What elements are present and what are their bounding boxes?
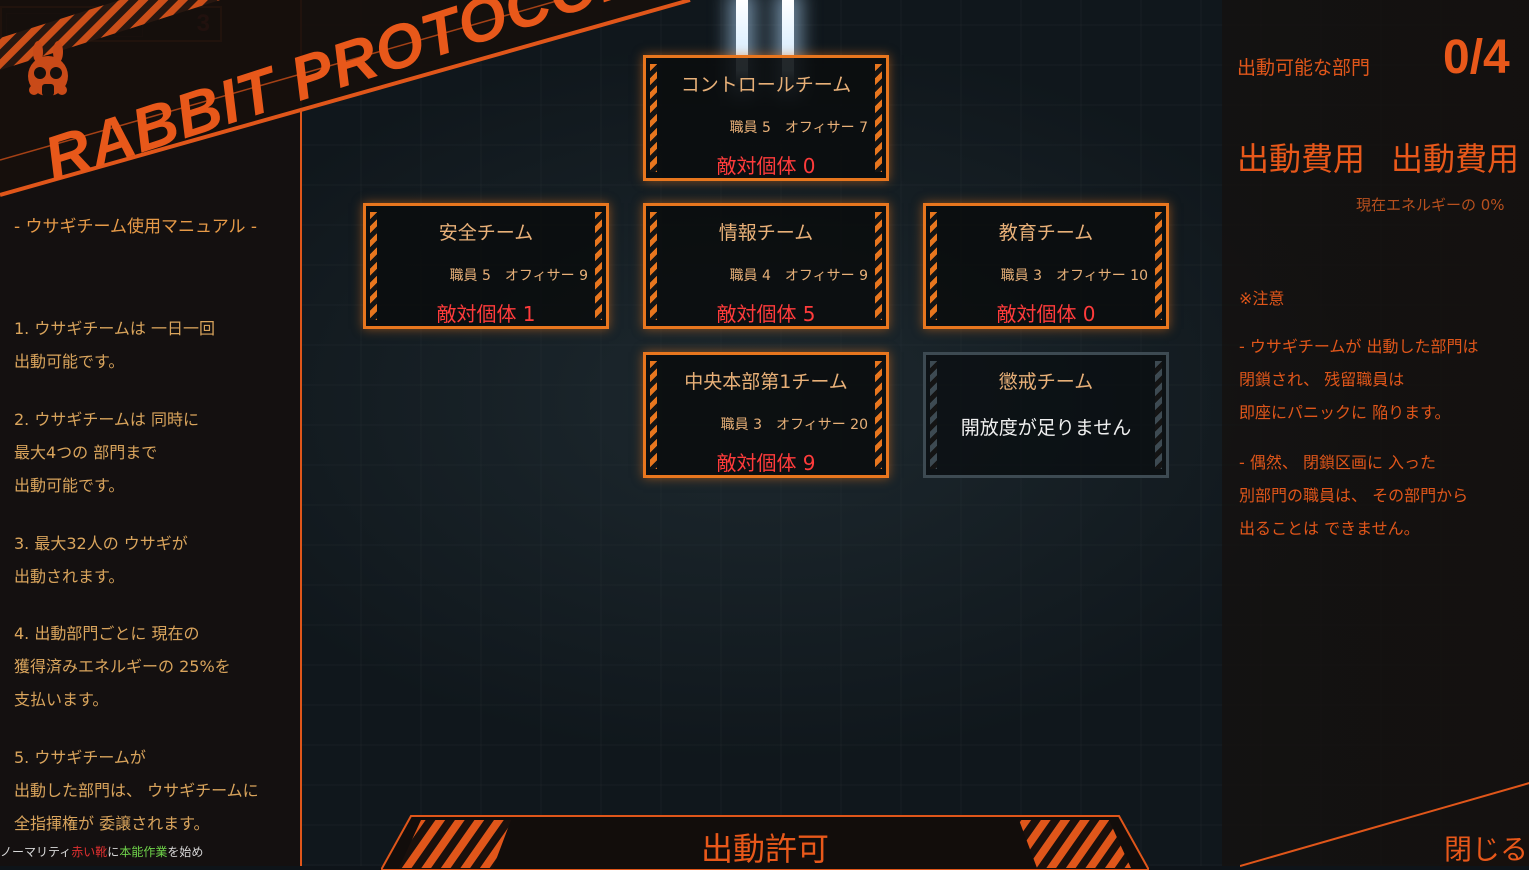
dept-title: 中央本部第1チーム [684,371,848,393]
dept-staff: 職員 3 オフィサー 20 [720,417,868,433]
dept-staff: 職員 3 オフィサー 10 [1000,268,1148,284]
dept-hostile: 敵対個体 0 [716,154,816,178]
dept-card-training[interactable]: 教育チーム 職員 3 オフィサー 10 敵対個体 0 [923,203,1169,329]
deploy-info-panel [1222,0,1529,866]
available-depts-label: 出動可能な部門 [1237,57,1371,79]
dept-title: 教育チーム [998,222,1094,244]
notice-heading: ※注意 [1239,289,1285,308]
manual-item: 1. ウサギチームは 一日一回出動可能です。 [14,319,215,371]
notice-line: - ウサギチームが 出動した部門は [1239,337,1479,356]
manual-title: - ウサギチーム使用マニュアル - [14,217,258,237]
dept-hostile: 敵対個体 0 [996,302,1096,326]
dept-title: 安全チーム [438,222,534,244]
status-ticker: ノーマリティ赤い靴に本能作業を始め [0,845,204,859]
notice-line: 出ることは できません。 [1239,519,1420,538]
manual-item: 5. ウサギチームが出動した部門は、 ウサギチームに全指揮権が 委譲されます。 [14,748,259,833]
deploy-cost-value: 出動費用 [1391,140,1520,178]
manual-item: 3. 最大32人の ウサギが出動されます。 [14,534,188,586]
energy-percent: 現在エネルギーの 0% [1356,196,1505,214]
deploy-button[interactable] [381,814,1149,870]
manual-item: 4. 出動部門ごとに 現在の獲得済みエネルギーの 25%を支払います。 [14,624,231,709]
dept-hostile: 敵対個体 9 [716,451,816,475]
notice-line: 即座にパニックに 陥ります。 [1239,403,1451,422]
notice-line: - 偶然、 閉鎖区画に 入った [1239,453,1437,472]
rabbit-gasmask-icon [28,41,68,96]
dept-card-control[interactable]: コントロールチーム 職員 5 オフィサー 7 敵対個体 0 [643,55,889,181]
dept-card-info[interactable]: 情報チーム 職員 4 オフィサー 9 敵対個体 5 [643,203,889,329]
dept-title: コントロールチーム [680,74,852,96]
dept-locked-message: 開放度が足りません [960,417,1132,439]
dept-staff: 職員 4 オフィサー 9 [729,268,868,284]
corner-decoration [1240,782,1529,867]
dept-hostile: 敵対個体 5 [716,302,816,326]
deploy-button-label[interactable]: 出動許可 [700,830,829,868]
deploy-cost-label: 出動費用 [1237,140,1366,178]
hud-counter: 3 [0,6,222,42]
available-depts-count: 0/4 [1443,31,1510,84]
hud-counter-bar [6,13,143,37]
dept-staff: 職員 5 オフィサー 7 [729,120,868,136]
dept-hostile: 敵対個体 1 [436,302,536,326]
dept-title: 情報チーム [718,222,814,244]
hud-counter-value: 3 [196,10,210,37]
dept-title: 懲戒チーム [998,371,1094,393]
manual-item: 2. ウサギチームは 同時に最大4つの 部門まで出動可能です。 [14,410,199,495]
close-button[interactable]: 閉じる [1444,833,1529,866]
dept-card-central1[interactable]: 中央本部第1チーム 職員 3 オフィサー 20 敵対個体 9 [643,352,889,478]
dept-card-safety[interactable]: 安全チーム 職員 5 オフィサー 9 敵対個体 1 [363,203,609,329]
notice-line: 閉鎖され、 残留職員は [1239,370,1405,389]
notice-line: 別部門の職員は、 その部門から [1239,486,1469,505]
dept-staff: 職員 5 オフィサー 9 [449,268,588,284]
dept-card-discipline: 懲戒チーム 開放度が足りません [923,352,1169,478]
